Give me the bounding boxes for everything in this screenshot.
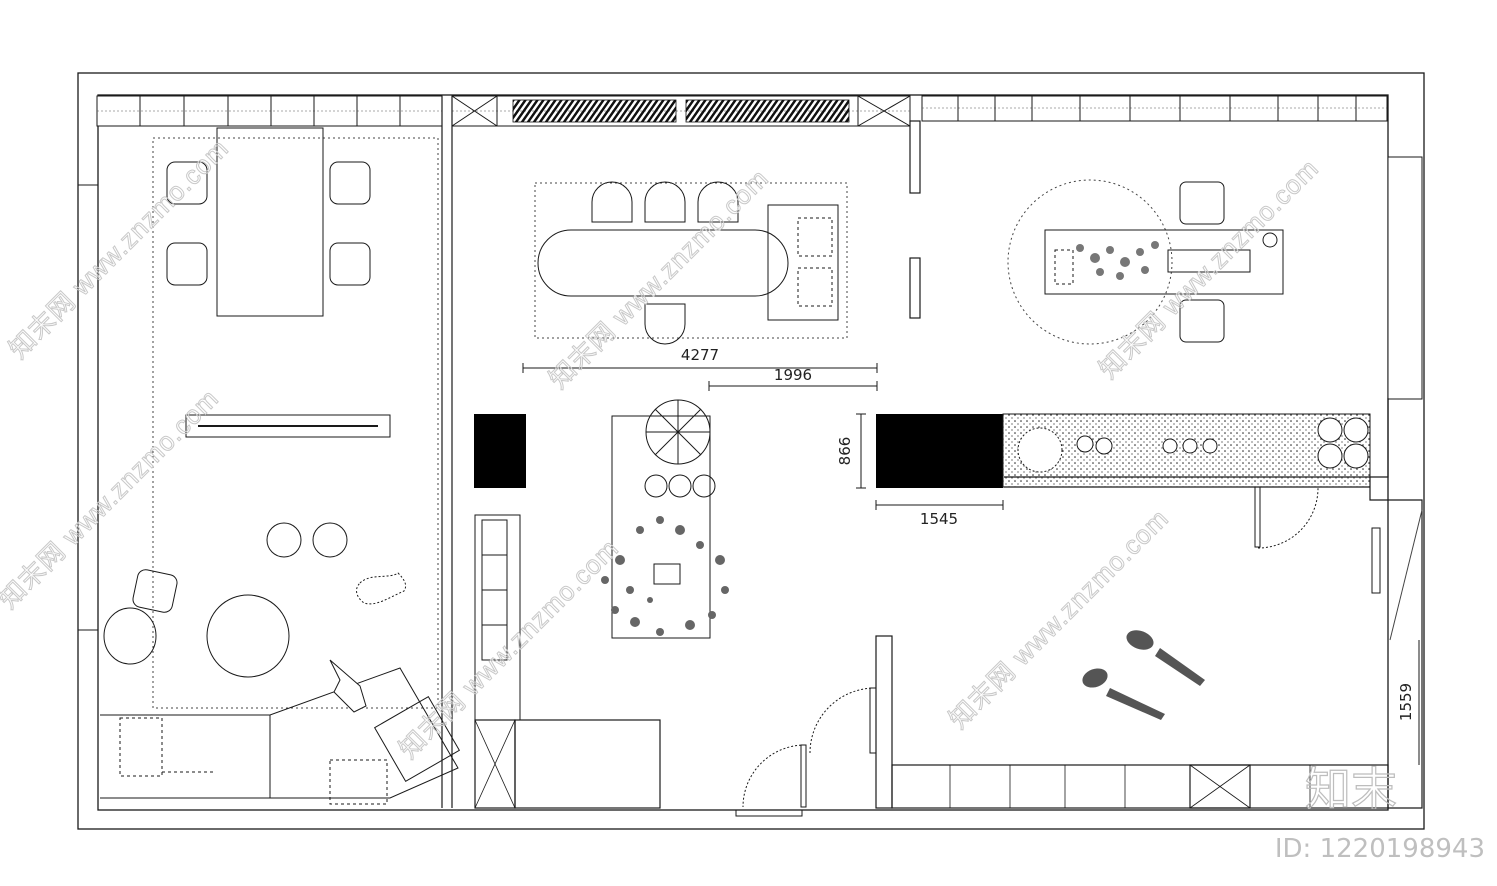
watermark-text: 知末网 www.znzmo.com (0, 383, 224, 614)
dimension-4277: 4277 (681, 346, 719, 364)
watermark-text: 知末网 www.znzmo.com (3, 133, 234, 364)
dimension-1559: 1559 (1397, 683, 1415, 721)
display-shelf (474, 514, 521, 721)
central-planter (611, 399, 716, 639)
gravel-garden (1002, 413, 1371, 488)
louvers (512, 99, 850, 123)
wall-panels (474, 719, 1311, 809)
meeting-area (534, 181, 848, 345)
watermark-text: 知末网 www.znzmo.com (943, 503, 1174, 734)
dimension-1545: 1545 (920, 510, 958, 528)
dimension-1996: 1996 (774, 366, 812, 384)
window-divisions (139, 95, 1357, 127)
dimension-lines (522, 363, 1420, 765)
watermark-text: 知末网 www.znzmo.com (393, 533, 624, 764)
watermark-text: 知末网 www.znzmo.com (543, 163, 774, 394)
central-tree (601, 516, 729, 636)
watermark-text: 知末网 www.znzmo.com (1093, 153, 1324, 384)
top-windows (78, 95, 1423, 631)
solid-columns (474, 414, 1003, 488)
dimension-866: 866 (836, 437, 854, 466)
left-office (100, 127, 461, 805)
tea-room (1007, 179, 1284, 345)
tea-table-plant (1076, 241, 1159, 280)
people-figures (1082, 630, 1205, 720)
watermark-logo: 知末 (1305, 762, 1397, 816)
doors (735, 486, 1423, 817)
id-label: ID: 1220198943 (1274, 834, 1485, 864)
